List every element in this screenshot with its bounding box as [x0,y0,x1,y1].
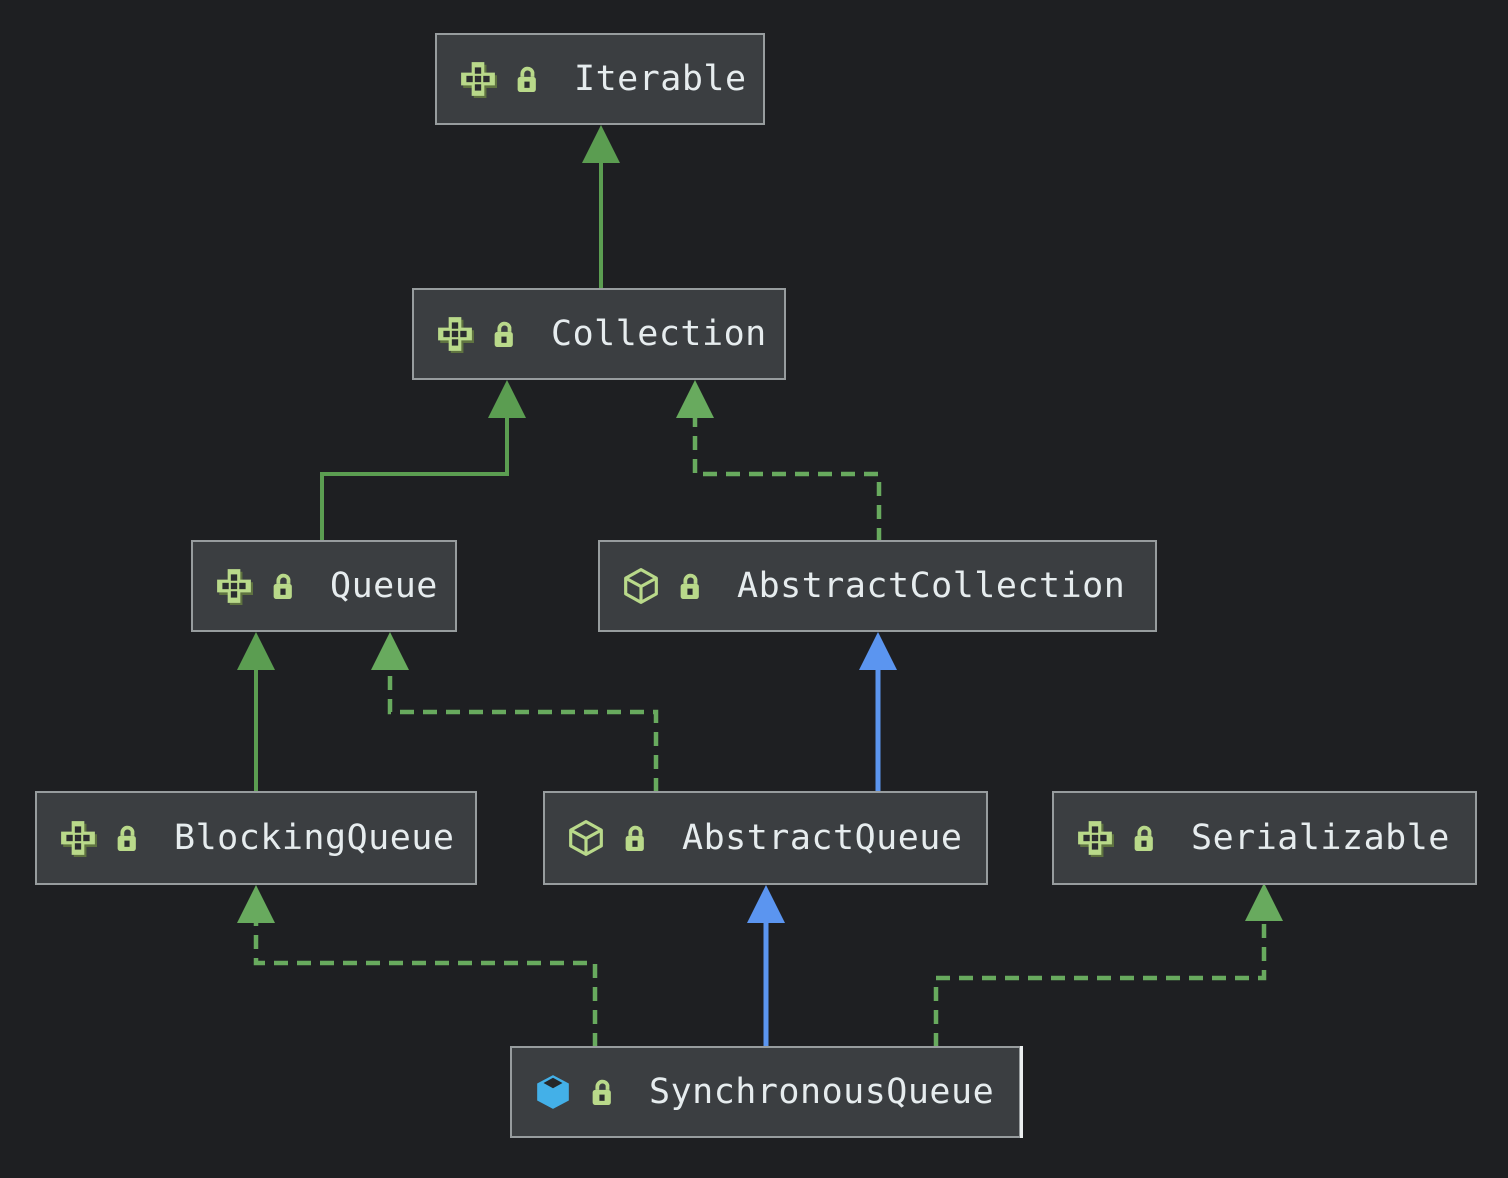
interface-icon [438,317,474,353]
edge-abstractqueue-extends-abstractcollection[interactable] [859,632,897,792]
abstract-class-icon [624,568,658,604]
class-name: Iterable [574,59,747,99]
class-node-serializable[interactable]: Serializable [1052,791,1477,885]
edge-abstractcollection-implements-collection[interactable] [676,380,882,542]
lock-icon [1132,825,1155,853]
class-name: BlockingQueue [174,818,455,858]
class-node-queue[interactable]: Queue [191,540,457,632]
class-node-blockingqueue[interactable]: BlockingQueue [35,791,477,885]
edge-queue-extends-collection[interactable] [320,380,526,542]
lock-icon [678,573,701,601]
lock-icon [623,825,646,853]
class-icon [537,1075,569,1109]
class-node-synchronousqueue[interactable]: SynchronousQueue [510,1046,1023,1138]
edge-synchronousqueue-extends-abstractqueue[interactable] [747,885,785,1047]
interface-icon [461,62,497,98]
class-node-collection[interactable]: Collection [412,288,786,380]
lock-icon [271,573,294,601]
abstract-class-icon [569,820,603,856]
class-name: Queue [330,566,438,606]
edge-blockingqueue-extends-queue[interactable] [237,632,275,792]
interface-icon [217,569,253,605]
class-name: Collection [551,314,767,354]
class-name: SynchronousQueue [649,1072,995,1112]
edge-synchronousqueue-implements-serializable[interactable] [933,883,1283,1047]
class-node-iterable[interactable]: Iterable [435,33,765,125]
class-node-abstractcollection[interactable]: AbstractCollection [598,540,1157,632]
lock-icon [115,825,138,853]
edge-collection-extends-iterable[interactable] [582,125,620,290]
class-node-abstractqueue[interactable]: AbstractQueue [543,791,988,885]
class-name: AbstractQueue [682,818,963,858]
lock-icon [492,321,515,349]
class-name: AbstractCollection [737,566,1126,606]
lock-icon [515,66,538,94]
interface-icon [1078,821,1114,857]
interface-icon [61,821,97,857]
edge-abstractqueue-implements-queue[interactable] [371,632,659,792]
class-name: Serializable [1191,818,1450,858]
lock-icon [590,1079,613,1107]
edge-synchronousqueue-implements-blockingqueue[interactable] [237,885,598,1047]
